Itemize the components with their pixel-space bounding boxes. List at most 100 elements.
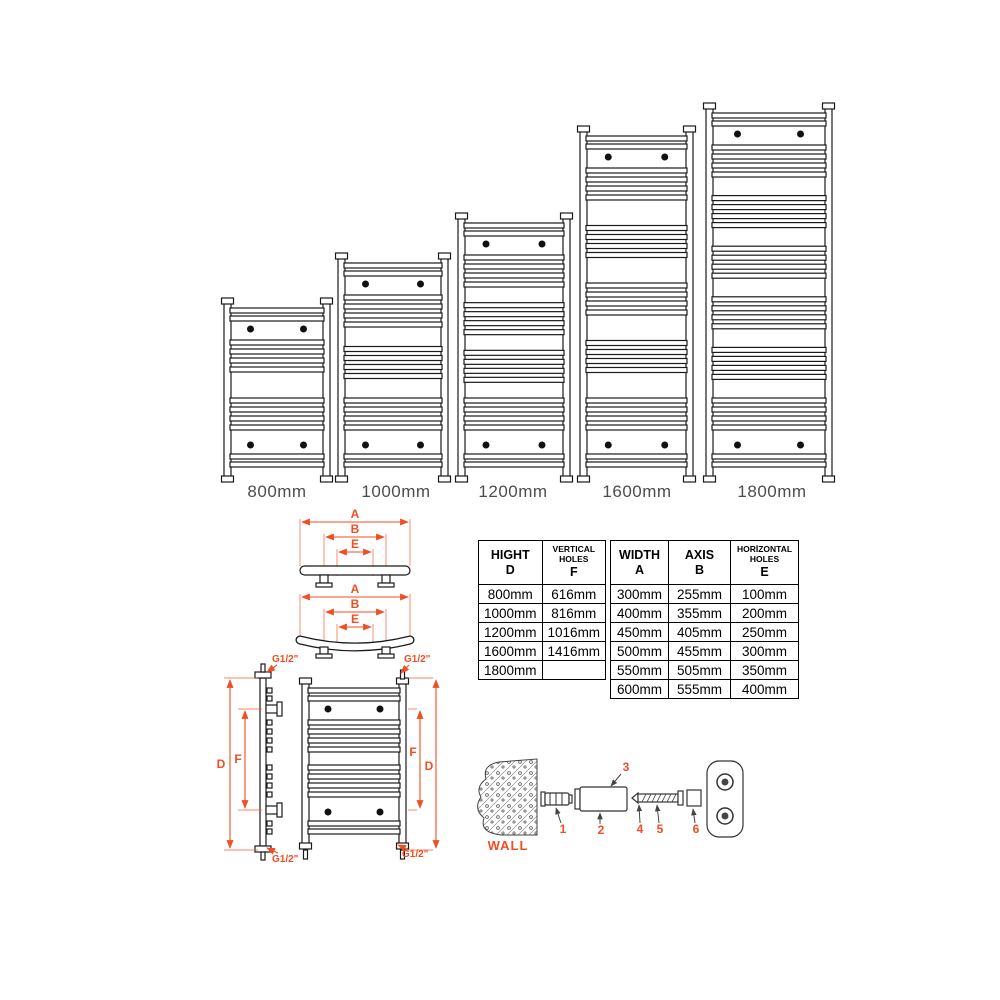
- radiator-size-labels: 800mm 1000mm 1200mm 1600mm 1800mm: [247, 482, 806, 501]
- cell: 505mm: [668, 660, 731, 680]
- radiator-front-elevation: [298, 669, 410, 860]
- cell: 600mm: [610, 679, 669, 699]
- cell: 405mm: [668, 622, 731, 642]
- top-view-flat: A B E: [299, 507, 411, 588]
- part-number-3: 3: [623, 760, 630, 774]
- header-e: E: [760, 564, 769, 579]
- cell: 455mm: [668, 641, 731, 661]
- side-view: D F F D G1/2" G1/2" G1/2" G1/2": [217, 654, 440, 865]
- size-label-1000: 1000mm: [361, 482, 430, 501]
- wall-section: [477, 758, 538, 836]
- header-hight: HIGHT: [490, 547, 530, 562]
- cell: 1000mm: [478, 603, 543, 623]
- dim-b-label: B: [351, 597, 360, 611]
- radiator-lineup: [220, 102, 836, 860]
- header-d: D: [505, 562, 515, 577]
- rail-side-profile: [254, 663, 283, 861]
- cell: 355mm: [668, 603, 731, 623]
- port-label-bottom-left: G1/2": [272, 854, 299, 865]
- size-label-1800: 1800mm: [737, 482, 806, 501]
- table-row: 1800mm: [478, 660, 607, 680]
- size-label-800: 800mm: [247, 482, 306, 501]
- wall-plug: [540, 791, 573, 807]
- cell: 200mm: [730, 603, 799, 623]
- port-label-top-left: G1/2": [272, 654, 299, 665]
- dim-d-label-left: D: [217, 757, 226, 771]
- size-label-1200: 1200mm: [478, 482, 547, 501]
- cell: 1600mm: [478, 641, 543, 661]
- part-number-4: 4: [637, 822, 644, 836]
- cell: 1016mm: [541, 622, 607, 642]
- flat-rail-top-view: [299, 565, 411, 576]
- cell: 555mm: [668, 679, 731, 699]
- width-table-header-horizontal-holes: HORİZONTAL HOLES E: [730, 540, 799, 585]
- header-holes: HOLES: [559, 554, 589, 564]
- dim-e-label: E: [351, 537, 359, 551]
- cell: 816mm: [541, 603, 607, 623]
- wall-label: WALL: [488, 838, 529, 853]
- header-f: F: [569, 564, 578, 579]
- cell: 616mm: [541, 584, 607, 604]
- cell: 400mm: [610, 603, 669, 623]
- cell: 300mm: [610, 584, 669, 604]
- cell: 800mm: [478, 584, 543, 604]
- cell: 450mm: [610, 622, 669, 642]
- cell: 1800mm: [478, 660, 543, 680]
- dim-a-label: A: [351, 507, 360, 521]
- cell: 350mm: [730, 660, 799, 680]
- cell: 250mm: [730, 622, 799, 642]
- cell: 1200mm: [478, 622, 543, 642]
- height-table-header-vertical-holes: VERTICAL HOLES F: [541, 540, 607, 585]
- width-table-header-axis: AXIS B: [668, 540, 731, 585]
- header-horizontal: HORİZONTAL: [736, 544, 793, 555]
- header-vertical: VERTICAL: [552, 544, 596, 555]
- header-width: WIDTH: [619, 547, 660, 562]
- header-a: A: [634, 562, 645, 577]
- height-table-header-row: HIGHT D VERTICAL HOLES F: [478, 540, 607, 585]
- cell: 550mm: [610, 660, 669, 680]
- part-number-2: 2: [598, 823, 605, 837]
- cell: 1416mm: [541, 641, 607, 661]
- cell: 400mm: [730, 679, 799, 699]
- size-label-1600: 1600mm: [602, 482, 671, 501]
- dim-d-label-right: D: [425, 759, 434, 773]
- width-table-header-width: WIDTH A: [610, 540, 669, 585]
- bracket-plate: [706, 760, 744, 838]
- dim-e-label: E: [351, 612, 359, 626]
- bracket-sleeve: [574, 786, 628, 812]
- dim-b-label: B: [351, 522, 360, 536]
- part-number-6: 6: [693, 822, 700, 836]
- cell: 100mm: [730, 584, 799, 604]
- header-holes: HOLES: [749, 554, 780, 564]
- part-number-5: 5: [657, 822, 664, 836]
- dim-f-label-left: F: [234, 752, 241, 766]
- radiator-1000: [334, 252, 452, 483]
- radiator-1200: [454, 212, 574, 483]
- width-table-header-row: WIDTH A AXIS B HORİZONTAL HOLES E: [610, 540, 799, 585]
- cell: [541, 660, 607, 680]
- header-b: B: [694, 562, 705, 577]
- part-number-1: 1: [560, 822, 567, 836]
- spacer-bush: [686, 789, 702, 807]
- height-table-header-hight: HIGHT D: [478, 540, 543, 585]
- dim-f-label-right: F: [409, 745, 416, 759]
- cell: 255mm: [668, 584, 731, 604]
- port-label-bottom-right: G1/2": [402, 849, 429, 860]
- wall-mount-detail: WALL: [477, 758, 744, 853]
- cell: 500mm: [610, 641, 669, 661]
- port-label-top-right: G1/2": [404, 654, 431, 665]
- cell: 300mm: [730, 641, 799, 661]
